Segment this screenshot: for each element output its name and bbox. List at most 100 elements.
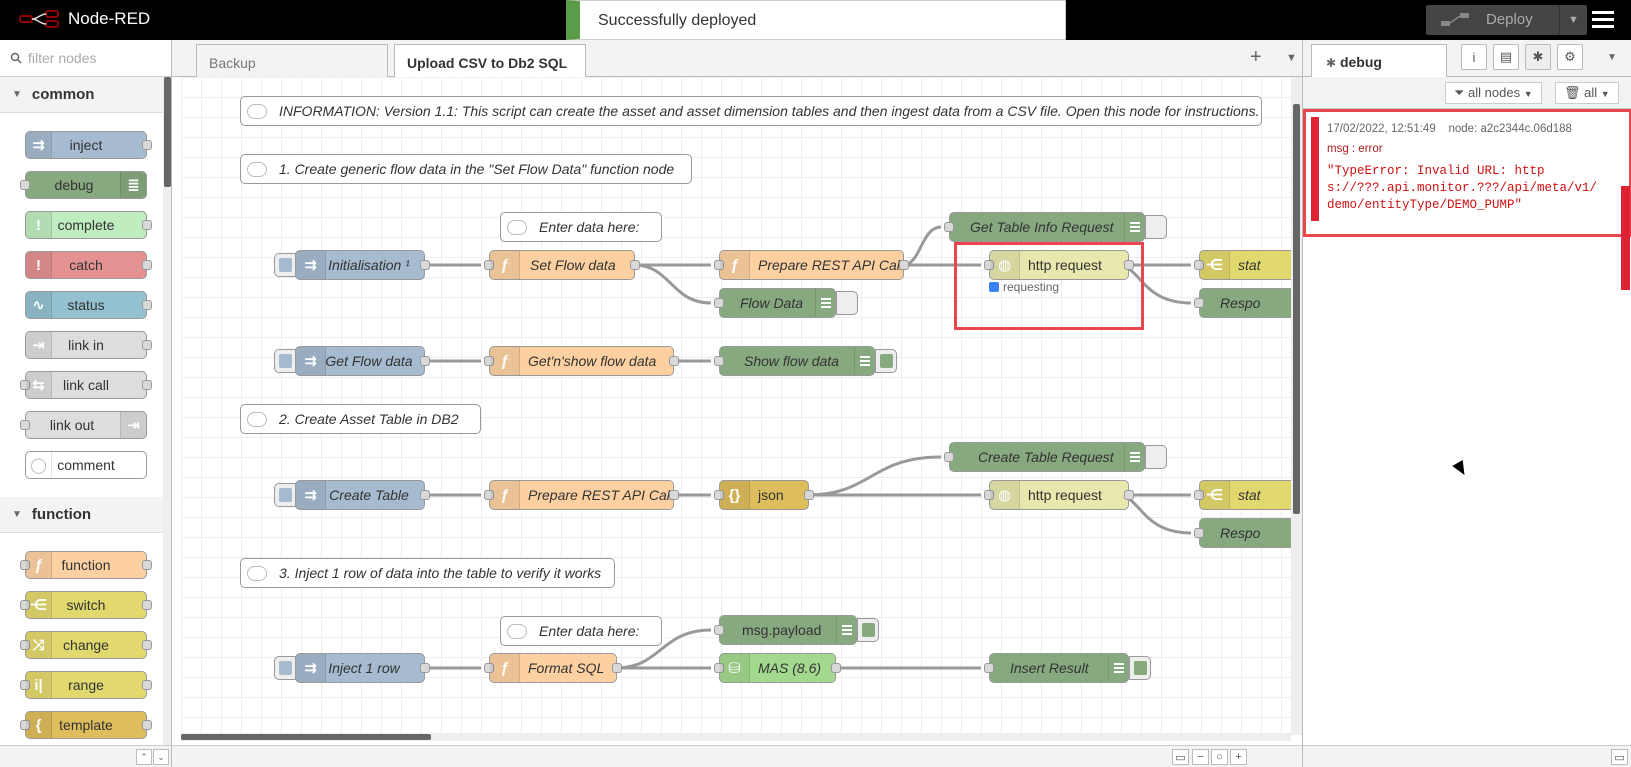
inject-trigger-button[interactable] bbox=[274, 349, 296, 373]
change-shuffle-icon: ⤨ bbox=[26, 632, 52, 658]
comment-bubble-icon bbox=[247, 104, 267, 119]
expand-all-icon[interactable]: ⌄ bbox=[153, 749, 169, 765]
node-http-request-2[interactable]: ◍ http request bbox=[984, 480, 1134, 510]
node-create-table[interactable]: ⇉ Create Table bbox=[295, 480, 430, 510]
filter-all-nodes-button[interactable]: ⏷ all nodes ▼ bbox=[1445, 82, 1542, 104]
comment-step-1[interactable]: 1. Create generic flow data in the "Set … bbox=[240, 154, 692, 184]
palette-node-change[interactable]: ⤨ change bbox=[20, 631, 152, 659]
link-call-icon: ⇆ bbox=[26, 372, 52, 398]
node-format-sql[interactable]: ƒ Format SQL bbox=[484, 653, 622, 683]
node-response-debug-2[interactable]: Respo bbox=[1194, 518, 1302, 548]
comment-enter-data-2[interactable]: Enter data here: bbox=[500, 616, 662, 646]
node-inject-1-row[interactable]: ⇉ Inject 1 row bbox=[295, 653, 430, 683]
comment-text: INFORMATION: Version 1.1: This script ca… bbox=[279, 103, 1260, 119]
debug-toggle[interactable] bbox=[1145, 215, 1167, 239]
comment-information[interactable]: INFORMATION: Version 1.1: This script ca… bbox=[240, 96, 1262, 126]
comment-step-2[interactable]: 2. Create Asset Table in DB2 bbox=[240, 404, 481, 434]
link-arrow-icon: ⇥ bbox=[120, 412, 146, 438]
node-status-switch-1[interactable]: ⋲ stat bbox=[1194, 250, 1302, 280]
node-prepare-rest-api-call-2[interactable]: ƒ Prepare REST API Call bbox=[484, 480, 679, 510]
palette-category-common[interactable]: ▼ common bbox=[0, 77, 171, 113]
flow-canvas[interactable]: INFORMATION: Version 1.1: This script ca… bbox=[181, 77, 1302, 735]
tab-debug-label: debug bbox=[1339, 54, 1382, 70]
palette-node-link-in[interactable]: ⇥ link in bbox=[25, 331, 152, 359]
node-msg-payload[interactable]: msg.payload bbox=[714, 615, 857, 645]
deploy-menu-chevron-icon[interactable]: ▼ bbox=[1559, 5, 1587, 35]
node-flow-data[interactable]: Flow Data bbox=[714, 288, 836, 318]
node-insert-result[interactable]: Insert Result bbox=[984, 653, 1129, 683]
debug-scrollbar[interactable] bbox=[1621, 186, 1630, 290]
palette-footer: ⌃ ⌄ bbox=[0, 745, 172, 767]
palette-node-template[interactable]: { template bbox=[20, 711, 152, 739]
add-tab-plus-icon[interactable]: + bbox=[1250, 46, 1262, 68]
deploy-button[interactable]: Deploy ▼ bbox=[1426, 5, 1587, 35]
palette-node-status[interactable]: ∿ status bbox=[25, 291, 152, 319]
config-gear-icon[interactable]: ⚙ bbox=[1557, 44, 1583, 70]
palette-node-link-call[interactable]: ⇆ link call bbox=[20, 371, 152, 399]
tab-upload-csv[interactable]: Upload CSV to Db2 SQL bbox=[394, 44, 586, 78]
node-get-n-show-flow-data[interactable]: ƒ Get'n'show flow data bbox=[484, 346, 679, 376]
node-set-flow-data[interactable]: ƒ Set Flow data bbox=[484, 250, 640, 280]
palette-node-link-out[interactable]: link out ⇥ bbox=[20, 411, 147, 439]
main-menu-hamburger-icon[interactable] bbox=[1592, 9, 1614, 31]
tab-debug[interactable]: ✱ debug bbox=[1311, 44, 1447, 78]
debug-toggle[interactable] bbox=[857, 618, 879, 642]
node-get-flow-data[interactable]: ⇉ Get Flow data bbox=[295, 346, 430, 376]
navigator-map-icon[interactable]: ▭ bbox=[1172, 749, 1189, 765]
palette-node-function[interactable]: ƒ function bbox=[20, 551, 152, 579]
workspace-tabs: Backup Upload CSV to Db2 SQL bbox=[172, 40, 1302, 78]
node-response-debug-1[interactable]: Respo bbox=[1194, 288, 1302, 318]
node-create-table-request[interactable]: Create Table Request bbox=[944, 442, 1145, 472]
debug-toggle[interactable] bbox=[836, 291, 858, 315]
filter-icon: ⏷ bbox=[1454, 85, 1465, 100]
palette-node-comment[interactable]: ◯ comment bbox=[25, 451, 147, 479]
collapse-all-icon[interactable]: ⌃ bbox=[136, 749, 152, 765]
canvas-vertical-scrollbar[interactable] bbox=[1291, 77, 1302, 735]
zoom-out-icon[interactable]: − bbox=[1192, 749, 1209, 765]
comment-enter-data-1[interactable]: Enter data here: bbox=[500, 212, 662, 242]
comment-step-3[interactable]: 3. Inject 1 row of data into the table t… bbox=[240, 558, 615, 588]
tab-backup[interactable]: Backup bbox=[196, 44, 388, 77]
node-prepare-rest-api-call-1[interactable]: ƒ Prepare REST API Call bbox=[714, 250, 909, 280]
inject-trigger-button[interactable] bbox=[274, 253, 296, 277]
palette-node-complete[interactable]: ! complete bbox=[25, 211, 152, 239]
node-red-logo-icon bbox=[19, 10, 59, 28]
node-show-flow-data[interactable]: Show flow data bbox=[714, 346, 875, 376]
inject-trigger-button[interactable] bbox=[274, 656, 296, 680]
node-status-switch-2[interactable]: ⋲ stat bbox=[1194, 480, 1302, 510]
debug-toggle[interactable] bbox=[1129, 656, 1151, 680]
open-window-icon[interactable]: ▭ bbox=[1611, 749, 1628, 765]
node-get-table-info-request[interactable]: Get Table Info Request bbox=[944, 212, 1145, 242]
palette-node-label: status bbox=[67, 297, 105, 313]
clear-all-button[interactable]: 🗑︎ all ▼ bbox=[1555, 82, 1619, 104]
palette-node-inject[interactable]: ⇉ inject bbox=[25, 131, 152, 159]
node-json[interactable]: {} json bbox=[714, 480, 814, 510]
debug-message[interactable]: 17/02/2022, 12:51:49 node: a2c2344c.06d1… bbox=[1311, 117, 1618, 221]
zoom-reset-icon[interactable]: ○ bbox=[1211, 749, 1228, 765]
canvas-horizontal-scrollbar[interactable] bbox=[181, 733, 1291, 741]
palette-node-switch[interactable]: ⋲ switch bbox=[20, 591, 152, 619]
zoom-in-icon[interactable]: + bbox=[1230, 749, 1247, 765]
node-label: stat bbox=[1238, 257, 1261, 273]
sidebar-menu-chevron-icon[interactable]: ▼ bbox=[1607, 52, 1617, 63]
palette-node-catch[interactable]: ! catch bbox=[25, 251, 152, 279]
help-book-icon[interactable]: ▤ bbox=[1493, 44, 1519, 70]
comment-bubble-icon: ◯ bbox=[26, 452, 52, 478]
palette-node-range[interactable]: i| range bbox=[20, 671, 152, 699]
palette-scrollbar[interactable] bbox=[163, 77, 171, 746]
palette-node-label: function bbox=[61, 557, 111, 573]
node-http-request-1[interactable]: ◍ http request bbox=[984, 250, 1134, 280]
inject-trigger-button[interactable] bbox=[274, 483, 296, 507]
deploy-icon bbox=[1441, 13, 1469, 26]
palette-filter[interactable]: filter nodes bbox=[0, 40, 171, 77]
info-icon[interactable]: i bbox=[1461, 44, 1487, 70]
tab-list-chevron-icon[interactable]: ▼ bbox=[1286, 52, 1297, 64]
debug-toggle[interactable] bbox=[875, 349, 897, 373]
node-initialisation[interactable]: ⇉ Initialisation ¹ bbox=[295, 250, 430, 280]
palette-node-debug[interactable]: debug ≣ bbox=[20, 171, 147, 199]
debug-toggle[interactable] bbox=[1145, 445, 1167, 469]
debug-bug-icon[interactable]: ✱ bbox=[1525, 44, 1551, 70]
node-mas-db[interactable]: ⛁ MAS (8.6) bbox=[714, 653, 841, 683]
palette-category-function[interactable]: ▼ function bbox=[0, 497, 171, 533]
